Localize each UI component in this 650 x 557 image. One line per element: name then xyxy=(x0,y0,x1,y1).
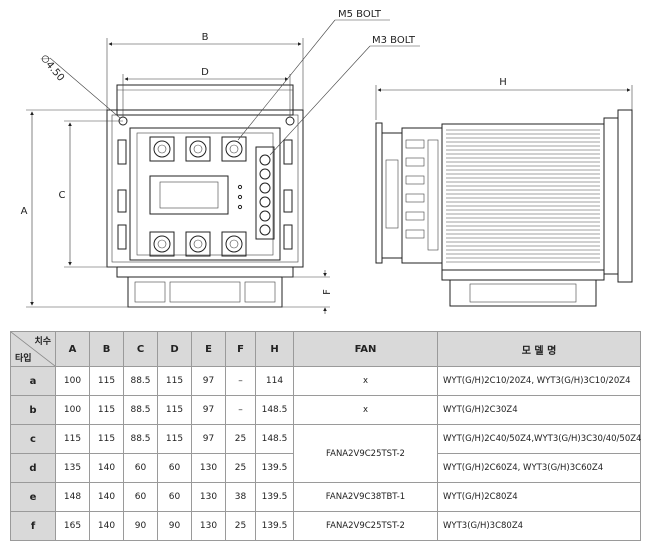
corner-cell: 치수 타입 xyxy=(10,331,56,367)
top-terminals xyxy=(149,136,247,162)
header-fan: FAN xyxy=(293,331,438,367)
header-a: A xyxy=(55,331,90,367)
side-view: H xyxy=(375,77,633,307)
cell-d: 60 xyxy=(157,453,192,483)
cell-d: 60 xyxy=(157,482,192,512)
cell-h: 148.5 xyxy=(255,424,294,454)
cell-e: 97 xyxy=(191,424,226,454)
m3-bolt-label: M3 BOLT xyxy=(372,35,416,46)
cell-c: 60 xyxy=(123,482,158,512)
cell-h: 148.5 xyxy=(255,395,294,425)
cell-c: 60 xyxy=(123,453,158,483)
corner-bottom-label: 타입 xyxy=(15,354,32,364)
cell-h: 114 xyxy=(255,366,294,396)
dim-label-f: F xyxy=(322,289,333,295)
cell-fan: x xyxy=(293,366,438,396)
cell-d: 115 xyxy=(157,366,192,396)
m5-bolt-label: M5 BOLT xyxy=(338,9,382,20)
cell-fan: FANA2V9C25TST-2 xyxy=(293,424,438,483)
dim-label-a: A xyxy=(21,206,28,217)
cell-e: 97 xyxy=(191,395,226,425)
cell-a: 115 xyxy=(55,424,90,454)
cell-f: 25 xyxy=(225,511,256,541)
cell-f: 25 xyxy=(225,453,256,483)
cell-b: 115 xyxy=(89,424,124,454)
corner-top-label: 치수 xyxy=(34,337,51,347)
cell-model: WYT(G/H)2C10/20Z4, WYT3(G/H)3C10/20Z4 xyxy=(437,366,641,396)
cell-c: 90 xyxy=(123,511,158,541)
cell-h: 139.5 xyxy=(255,482,294,512)
row-type: a xyxy=(10,366,56,396)
header-h: H xyxy=(255,331,294,367)
cell-f: 38 xyxy=(225,482,256,512)
cell-f: – xyxy=(225,366,256,396)
bottom-terminals xyxy=(149,231,247,257)
control-terminals xyxy=(255,146,275,240)
dim-label-c: C xyxy=(59,190,66,201)
cell-model: WYT(G/H)2C30Z4 xyxy=(437,395,641,425)
cell-model: WYT(G/H)2C40/50Z4,WYT3(G/H)3C30/40/50Z4 xyxy=(437,424,641,454)
cell-b: 115 xyxy=(89,366,124,396)
cell-a: 100 xyxy=(55,395,90,425)
heatsink-fins xyxy=(446,129,600,263)
cell-h: 139.5 xyxy=(255,453,294,483)
row-type: f xyxy=(10,511,56,541)
cell-f: – xyxy=(225,395,256,425)
cell-c: 88.5 xyxy=(123,366,158,396)
fan-base xyxy=(116,266,294,308)
cell-b: 115 xyxy=(89,395,124,425)
row-type: b xyxy=(10,395,56,425)
cell-a: 148 xyxy=(55,482,90,512)
cell-fan: FANA2V9C25TST-2 xyxy=(293,511,438,541)
cell-b: 140 xyxy=(89,453,124,483)
cell-f: 25 xyxy=(225,424,256,454)
cell-h: 139.5 xyxy=(255,511,294,541)
dim-label-d: D xyxy=(201,67,209,78)
spec-table: 치수 타입 A B C D E F H FAN 모 델 명 a 100 115 … xyxy=(10,331,641,541)
table-row: e 148 140 60 60 130 38 139.5 FANA2V9C38T… xyxy=(10,482,641,512)
cell-fan: FANA2V9C38TBT-1 xyxy=(293,482,438,512)
cell-e: 130 xyxy=(191,453,226,483)
cell-d: 115 xyxy=(157,424,192,454)
side-terminal-stack xyxy=(405,139,439,251)
table-header-row: 치수 타입 A B C D E F H FAN 모 델 명 xyxy=(10,331,641,367)
row-type: e xyxy=(10,482,56,512)
dim-label-h: H xyxy=(499,77,507,88)
header-d: D xyxy=(157,331,192,367)
header-e: E xyxy=(191,331,226,367)
table-row: a 100 115 88.5 115 97 – 114 x WYT(G/H)2C… xyxy=(10,366,641,396)
dim-label-b: B xyxy=(202,32,209,43)
cell-b: 140 xyxy=(89,511,124,541)
cell-e: 130 xyxy=(191,511,226,541)
cell-d: 90 xyxy=(157,511,192,541)
cell-e: 130 xyxy=(191,482,226,512)
table-row: c 115 115 88.5 115 97 25 148.5 FANA2V9C2… xyxy=(10,424,641,483)
header-b: B xyxy=(89,331,124,367)
cell-b: 140 xyxy=(89,482,124,512)
cell-e: 97 xyxy=(191,366,226,396)
header-f: F xyxy=(225,331,256,367)
cell-a: 165 xyxy=(55,511,90,541)
cell-model: WYT3(G/H)3C80Z4 xyxy=(437,511,641,541)
cell-d: 115 xyxy=(157,395,192,425)
cell-a: 100 xyxy=(55,366,90,396)
cell-c: 88.5 xyxy=(123,395,158,425)
cell-model: WYT(G/H)2C80Z4 xyxy=(437,482,641,512)
cell-a: 135 xyxy=(55,453,90,483)
table-row: b 100 115 88.5 115 97 – 148.5 x WYT(G/H)… xyxy=(10,395,641,425)
header-model: 모 델 명 xyxy=(437,331,641,367)
row-type: c xyxy=(10,424,56,454)
header-c: C xyxy=(123,331,158,367)
cell-model: WYT(G/H)2C60Z4, WYT3(G/H)3C60Z4 xyxy=(437,453,641,483)
front-view: B D A C F ∅4.50 M5 BOLT M3 BOLT xyxy=(21,9,420,314)
table-row: f 165 140 90 90 130 25 139.5 FANA2V9C25T… xyxy=(10,511,641,541)
row-type: d xyxy=(10,453,56,483)
cell-c: 88.5 xyxy=(123,424,158,454)
dimension-drawing: B D A C F ∅4.50 M5 BOLT M3 BOLT xyxy=(21,9,633,314)
cell-fan: x xyxy=(293,395,438,425)
